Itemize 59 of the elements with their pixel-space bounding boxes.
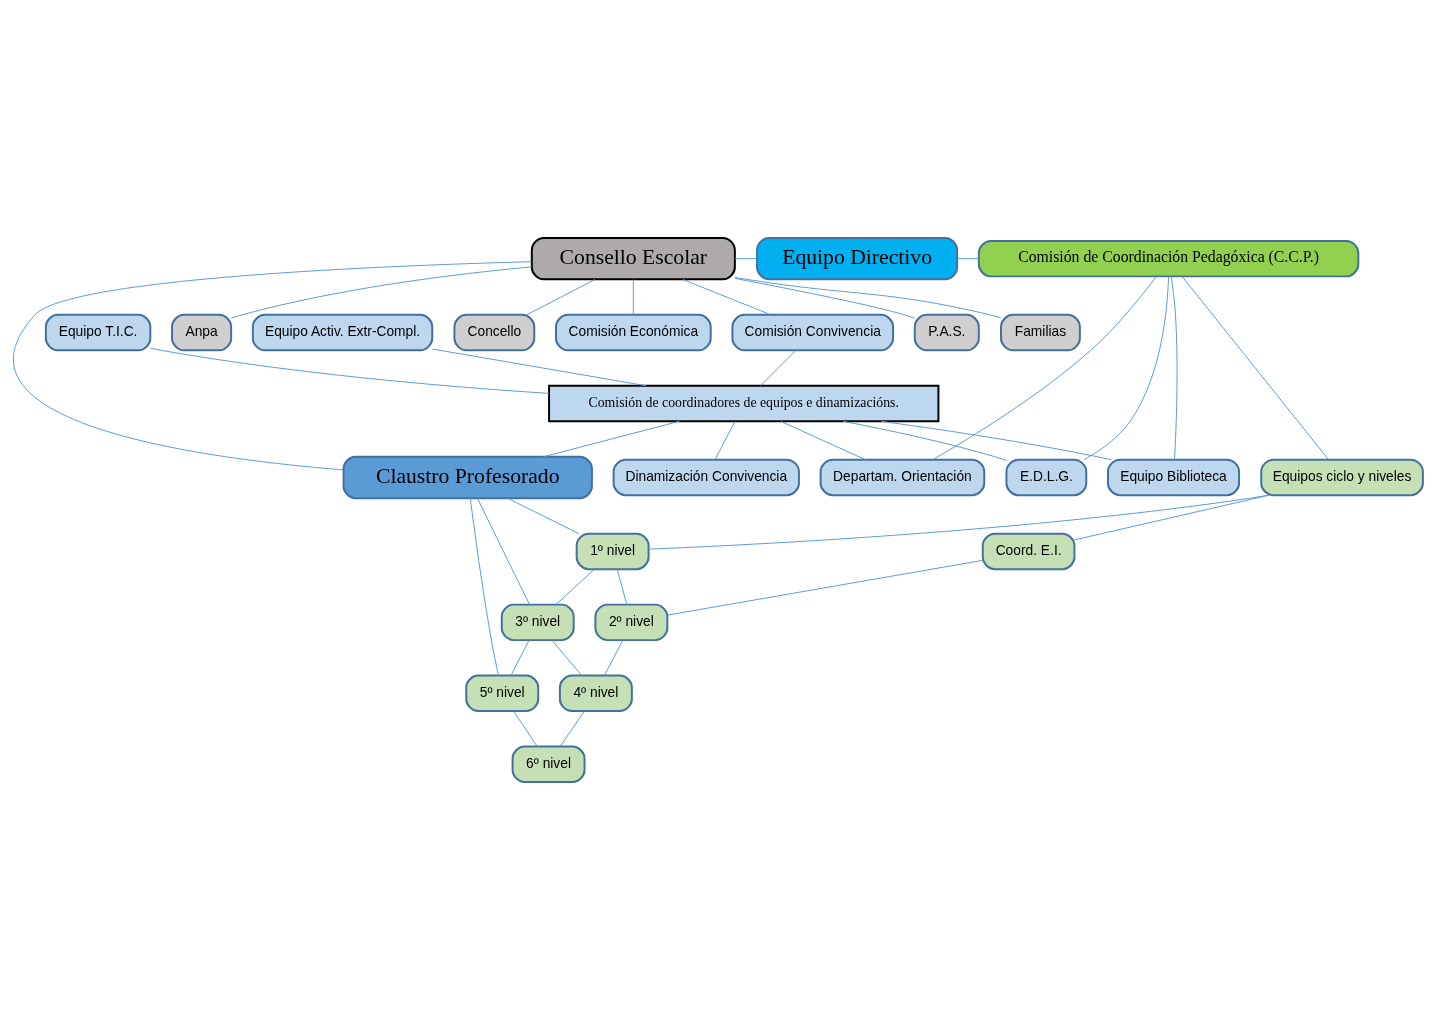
node-box: Consello Escolar [530,236,736,280]
connector [1181,275,1329,460]
node-box: Equipo Directivo [756,236,959,280]
node-box: Equipos ciclo y niveles [1260,458,1424,496]
connector [842,420,1007,461]
connector [734,276,1002,318]
connector [476,497,530,605]
node-box: Comisión Económica [554,313,712,351]
connector [604,639,624,676]
connector [956,257,980,259]
connector [559,710,585,747]
connector [1083,275,1169,460]
connector [230,265,533,319]
connector [513,710,538,747]
connector [780,420,866,460]
connector [648,494,1269,550]
connector [555,568,595,605]
connector [734,277,916,319]
node-box: 2º nivel [594,603,669,641]
connector [932,275,1157,460]
connector [551,639,583,676]
connector [632,278,634,315]
connector [431,348,647,386]
node-box: Comisión Convivencia [731,313,895,351]
node-box: Dinamización Convivencia [612,458,800,496]
node-box: Comisión de coordinadores de equipos e dinamizacións. [548,384,940,422]
connector [616,568,628,605]
node-box: Anpa [171,313,233,351]
node-box: P.A.S. [913,313,980,351]
node-box: E.D.L.G. [1005,458,1088,496]
node-box: Equipo Biblioteca [1106,458,1241,496]
node-box: 6º nivel [511,745,586,783]
connector [760,349,797,386]
connector [714,420,736,460]
node-box: 4º nivel [558,674,633,712]
node-box: 5º nivel [465,674,540,712]
connector [667,559,984,616]
node-box: Coord. E.I. [981,532,1076,570]
node-box: 1º nivel [575,532,650,570]
connector [469,497,499,676]
connector [13,260,533,470]
node-box: 3º nivel [500,603,575,641]
node-box: Equipo T.I.C. [44,313,152,351]
connector [526,278,596,315]
node-box: Comisión de Coordinación Pedagóxica (C.C.P.) [977,239,1360,277]
node-box: Concello [453,313,536,351]
node-box: Familias [1000,313,1081,351]
connector [507,497,580,534]
connector [682,278,772,315]
connector [150,347,550,394]
connector [510,639,530,676]
node-box: Claustro Profesorado [342,455,593,499]
connector [734,257,758,259]
node-box: Departam. Orientación [819,458,986,496]
connector [1074,494,1270,540]
connector [880,420,1112,460]
connector [1170,275,1178,460]
node-box: Equipo Activ. Extr-Compl. [251,313,434,351]
connector [542,420,680,457]
